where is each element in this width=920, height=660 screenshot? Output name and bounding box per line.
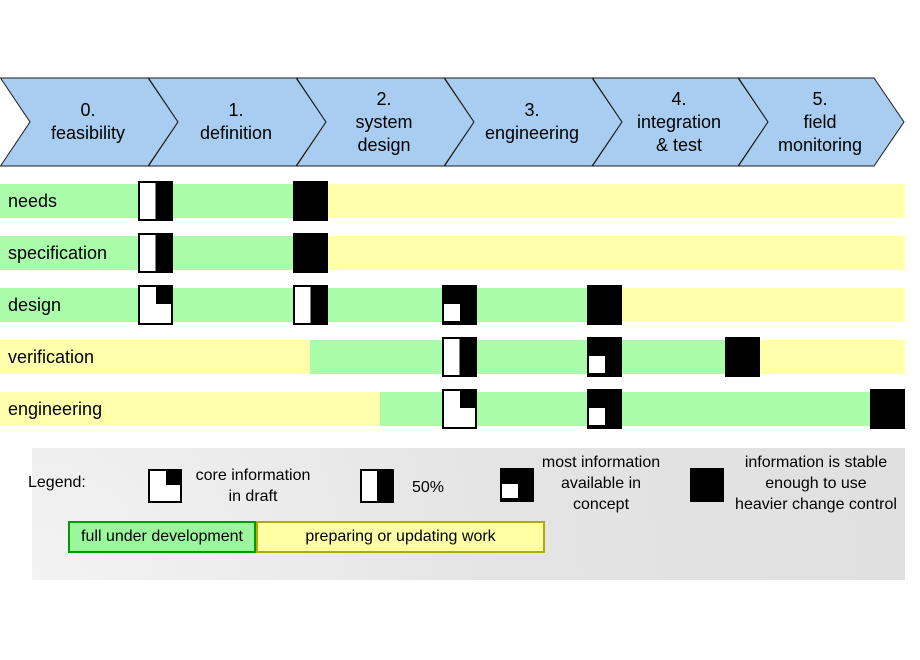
legend-item-label-half: 50%: [411, 479, 445, 496]
legend-key-yellow: preparing or updating work: [256, 521, 545, 553]
row-specification-segment-1: [310, 236, 905, 270]
phase-label-4: 4. integration & test: [636, 88, 722, 155]
legend-title: Legend:: [28, 474, 86, 491]
half-marker-icon: [293, 285, 328, 325]
phase-chevron-band: [0, 77, 905, 167]
concept-marker-icon: [587, 337, 622, 377]
draft-marker-icon: [138, 285, 173, 325]
concept-marker-icon: [442, 285, 477, 325]
draft-marker-icon: [442, 389, 477, 429]
row-label-specification: specification: [8, 243, 108, 263]
full-legend-icon: [690, 468, 724, 502]
legend-item-label-full: information is stable enough to use heav…: [735, 454, 897, 513]
full-marker-icon: [870, 389, 905, 429]
draft-legend-icon: [148, 469, 182, 503]
row-verification-segment-0: [0, 340, 310, 374]
half-marker-icon: [138, 233, 173, 273]
half-legend-icon: [360, 469, 394, 503]
concept-legend-icon: [500, 468, 534, 502]
half-marker-icon: [442, 337, 477, 377]
phase-label-5: 5. field monitoring: [777, 88, 863, 155]
concept-marker-icon: [587, 389, 622, 429]
phase-label-0: 0. feasibility: [50, 100, 126, 143]
full-marker-icon: [293, 181, 328, 221]
legend-item-label-concept: most information available in concept: [541, 454, 661, 513]
full-marker-icon: [725, 337, 760, 377]
phase-label-2: 2. system design: [355, 88, 413, 155]
row-needs-segment-1: [310, 184, 905, 218]
row-design-segment-1: [605, 288, 905, 322]
row-verification-segment-1: [310, 340, 742, 374]
half-marker-icon: [138, 181, 173, 221]
full-marker-icon: [587, 285, 622, 325]
full-marker-icon: [293, 233, 328, 273]
phase-label-1: 1. definition: [199, 100, 273, 143]
legend-key-green: full under development: [68, 521, 256, 553]
phase-chevron-5: [737, 77, 905, 167]
row-label-engineering: engineering: [8, 399, 103, 419]
row-verification-segment-2: [742, 340, 905, 374]
row-label-verification: verification: [8, 347, 95, 367]
row-label-needs: needs: [8, 191, 58, 211]
row-engineering-segment-0: [0, 392, 380, 426]
row-label-design: design: [8, 295, 62, 315]
legend-item-label-draft: core information in draft: [195, 467, 311, 505]
phase-label-3: 3. engineering: [484, 100, 580, 143]
